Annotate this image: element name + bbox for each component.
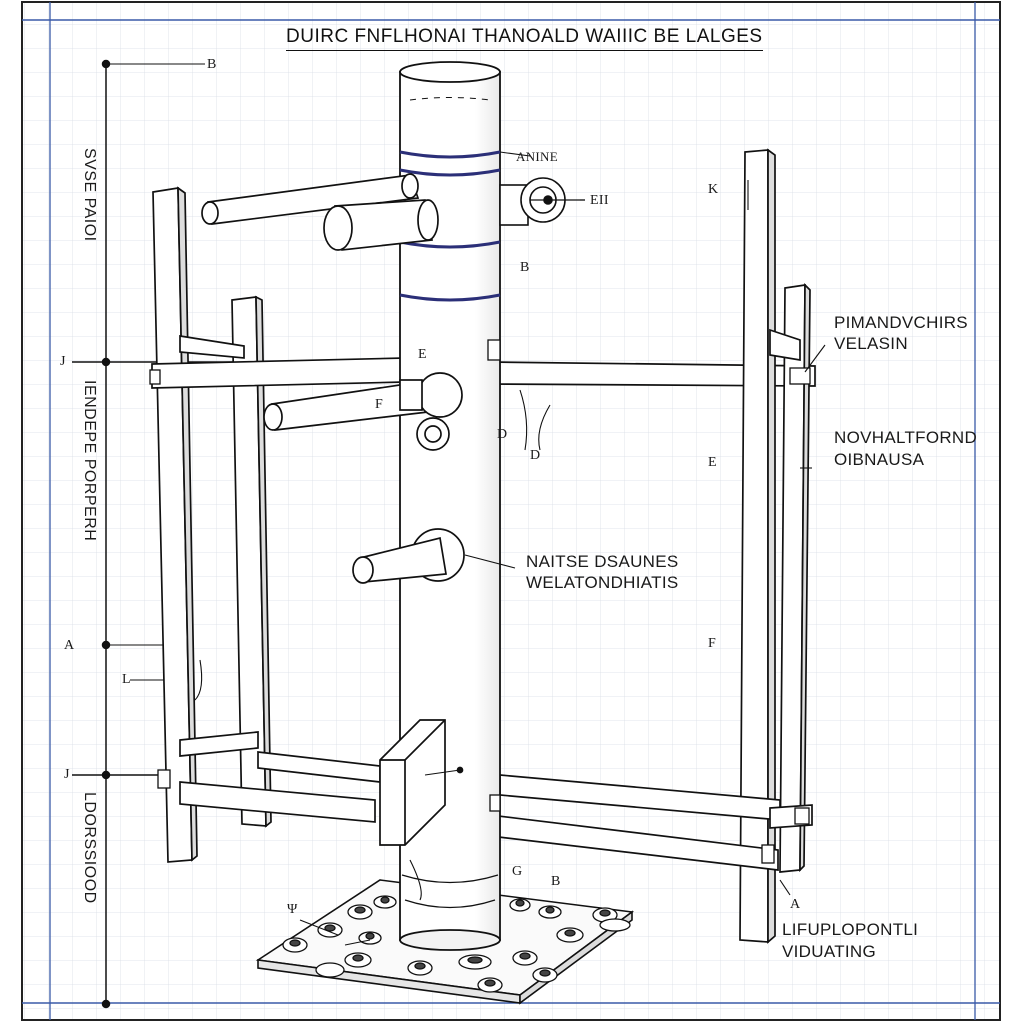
middle-arm xyxy=(263,372,463,451)
lower-arm xyxy=(352,528,465,584)
marker-left-4: L xyxy=(122,672,131,687)
callout-right-mid-line1: NOVHALTFORND xyxy=(834,428,978,447)
left-dimension xyxy=(72,59,405,1009)
upper-arms xyxy=(201,173,439,251)
callout-right-mid-line2: OIBNAUSA xyxy=(834,450,925,469)
marker-b: B xyxy=(520,260,530,275)
side-label-top: SVSE PAIOI xyxy=(81,148,98,242)
leg-block xyxy=(379,719,464,846)
marker-phi: Ψ xyxy=(287,902,298,917)
marker-e-right: E xyxy=(708,455,717,470)
side-label-bottom: LDORSSIOOD xyxy=(81,792,98,904)
post-bands xyxy=(399,150,501,302)
callout-center-line2: WELATONDHIATIS xyxy=(526,573,679,592)
drawing-title: DUIRC FNFLHONAI THANOALD WAIIIC BE LALGE… xyxy=(286,26,763,51)
marker-left-1: J xyxy=(60,354,66,369)
marker-k: K xyxy=(708,182,719,197)
bolt-label: ANINE xyxy=(516,149,558,164)
marker-a-base: A xyxy=(790,897,801,912)
left-frame xyxy=(151,186,406,863)
marker-e: E xyxy=(418,347,427,362)
crossbar-brackets xyxy=(149,339,811,864)
bolt-tag: EII xyxy=(590,193,609,208)
marker-f-right: F xyxy=(708,636,717,651)
marker-dim-top: B xyxy=(207,57,217,72)
marker-d: D xyxy=(497,427,508,442)
marker-d2: D xyxy=(530,448,541,463)
callout-right-top-line1: PIMANDVCHIRS xyxy=(834,313,968,332)
marker-g: G xyxy=(512,864,523,879)
marker-b-base: B xyxy=(551,874,561,889)
right-frame xyxy=(489,148,816,944)
pulley-assembly xyxy=(499,151,585,226)
base-studs xyxy=(282,895,631,993)
callout-bottom-right-line2: VIDUATING xyxy=(782,942,877,961)
callout-center-line1: NAITSE DSAUNES xyxy=(526,552,679,571)
callout-bottom-right-line1: LIFUPLOPONTLI xyxy=(782,920,919,939)
leader-lines xyxy=(194,180,826,946)
marker-left-2: A xyxy=(64,638,75,653)
callout-right-top-line2: VELASIN xyxy=(834,334,908,353)
side-label-middle: IENDEPE PORPERH xyxy=(81,380,98,542)
marker-left-3: J xyxy=(64,767,70,782)
marker-f: F xyxy=(375,397,384,412)
